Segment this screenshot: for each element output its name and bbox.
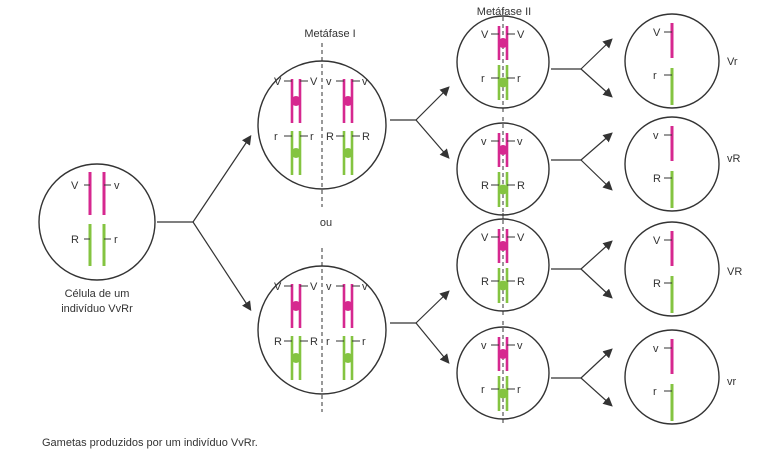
chromosome-v: v [102,172,120,215]
allele-label: V [481,232,489,244]
allele-label: r [517,384,521,396]
centromere [498,38,508,48]
allele-label: V [71,180,79,192]
allele-label: V [653,235,661,247]
metaphase-2-cell-4: v v r r [456,321,550,425]
chromosome-R: R [71,224,92,266]
gamete-cell-2: vR [624,116,720,212]
allele-label: r [274,131,278,143]
allele-label: v [114,180,120,192]
or-label: ou [320,217,332,229]
allele-label: v [326,281,332,293]
initial-cell-caption-1: Célula de um [65,288,130,300]
allele-label: r [481,73,485,85]
allele-label: v [481,340,487,352]
chromosome-V: V [71,172,92,215]
allele-label: V [517,232,525,244]
allele-label: v [653,343,659,355]
allele-label: v [326,76,332,88]
figure-caption: Gametas produzidos por um indivíduo VvRr… [42,437,258,449]
cell-membrane [624,221,720,317]
allele-label: v [362,281,368,293]
centromere [291,148,301,158]
allele-label: v [517,340,523,352]
centromere [498,349,508,359]
initial-cell-caption-2: indivíduo VvRr [61,303,133,315]
allele-label: r [326,336,330,348]
gamete-cell-1: Vr [624,13,720,109]
allele-label: R [517,180,525,192]
gamete-label: VR [727,266,742,278]
centromere [291,353,301,363]
cell-membrane [624,329,720,425]
cell-membrane [624,13,720,109]
gamete-cell-3: VR [624,221,720,317]
centromere [291,301,301,311]
centromere [498,241,508,251]
metaphase-1-label: Metáfase I [304,28,355,40]
allele-label: R [653,278,661,290]
arrows-metaphase-2 [551,38,613,407]
allele-label: V [653,27,661,39]
allele-label: R [481,180,489,192]
arrows-initial [157,135,252,312]
allele-label: r [114,234,118,246]
allele-label: R [274,336,282,348]
allele-label: R [481,276,489,288]
centromere [343,96,353,106]
chromosome-r: r [102,224,118,266]
allele-label: r [362,336,366,348]
arrows-metaphase-1 [390,86,450,364]
allele-label: V [517,29,525,41]
gamete-label: vr [727,376,737,388]
allele-label: V [274,281,282,293]
allele-label: r [653,386,657,398]
centromere [291,96,301,106]
allele-label: R [653,173,661,185]
gamete-label: vR [727,153,741,165]
gamete-label: Vr [727,56,738,68]
allele-label: r [517,73,521,85]
allele-label: v [481,136,487,148]
metaphase-2-cell-3: V V R R [456,213,550,317]
metaphase-2-label: Metáfase II [477,6,531,18]
allele-label: V [481,29,489,41]
gamete-cell-4: vr [624,329,720,425]
centromere [498,145,508,155]
allele-label: v [517,136,523,148]
centromere [498,280,508,291]
centromere [498,77,508,88]
centromere [343,148,353,158]
centromere [498,184,508,195]
allele-label: R [326,131,334,143]
allele-label: r [481,384,485,396]
centromere [343,353,353,363]
metaphase-2-cell-1: V Vr r [456,10,550,114]
allele-label: R [310,336,318,348]
allele-label: v [362,76,368,88]
allele-label: r [310,131,314,143]
centromere [343,301,353,311]
initial-cell: V v R r [38,163,156,281]
allele-label: R [517,276,525,288]
allele-label: V [310,281,318,293]
cell-membrane [624,116,720,212]
allele-label: R [71,234,79,246]
allele-label: V [274,76,282,88]
allele-label: r [653,70,657,82]
allele-label: v [653,130,659,142]
metaphase-2-cell-2: v vR R [456,117,550,221]
allele-label: R [362,131,370,143]
centromere [498,388,508,399]
allele-label: V [310,76,318,88]
